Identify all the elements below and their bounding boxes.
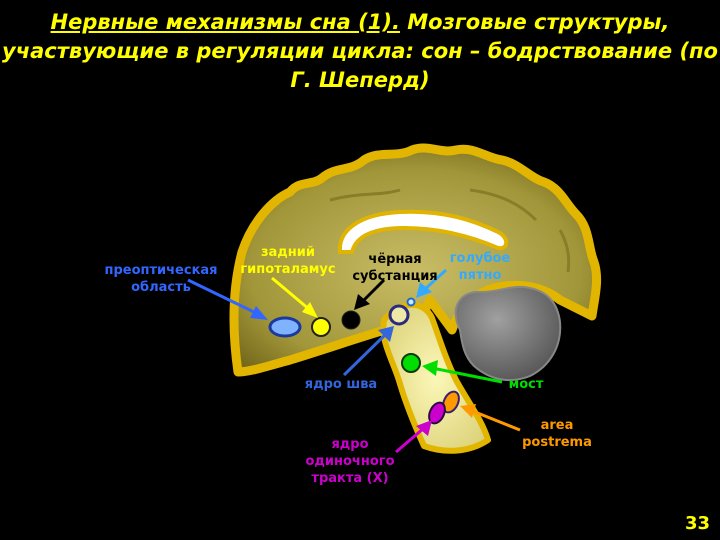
label-pons: мост: [508, 377, 544, 392]
title-part-2: Мозговые структуры, участвующие в регуля…: [2, 10, 718, 92]
label-substantia-nigra: чёрная субстанция: [352, 252, 438, 284]
arrow-raphe: [342, 326, 394, 377]
posterior-hypothalamus-marker: [311, 317, 331, 337]
label-raphe-nucleus: ядро шва: [304, 377, 378, 392]
slide-title: Нервные механизмы сна (1). Мозговые стру…: [0, 8, 720, 95]
arrow-posterior-hypothalamus: [271, 276, 318, 318]
arrow-locus-coeruleus: [416, 268, 448, 298]
arrow-substantia-nigra: [354, 278, 386, 310]
solitary-tract-nucleus-marker: [428, 401, 446, 425]
page-number: 33: [684, 513, 710, 534]
corpus-callosum: [337, 209, 509, 254]
preoptic-area-marker: [268, 316, 302, 338]
substantia-nigra-marker: [341, 310, 361, 330]
arrow-area-postrema: [460, 404, 521, 432]
raphe-nucleus-marker: [388, 304, 410, 326]
cerebral-hemisphere: [229, 143, 602, 377]
label-area-postrema: area postrema: [522, 418, 592, 450]
arrow-preoptic: [187, 278, 268, 320]
pons-nucleus-marker: [401, 353, 421, 373]
cerebellum: [454, 285, 562, 382]
label-solitary-tract-nucleus: ядро одиночного тракта (X): [305, 437, 395, 486]
area-postrema-marker: [442, 390, 460, 414]
label-locus-coeruleus: голубое пятно: [449, 251, 511, 283]
label-posterior-hypothalamus: задний гипоталамус: [240, 245, 336, 277]
label-preoptic-area: преоптическая область: [104, 263, 218, 295]
brainstem: [380, 301, 491, 454]
arrow-solitary-tract: [395, 420, 432, 454]
title-part-1: Нервные механизмы сна (1).: [50, 10, 400, 34]
locus-coeruleus-marker: [406, 297, 416, 307]
arrow-pons: [422, 360, 503, 384]
